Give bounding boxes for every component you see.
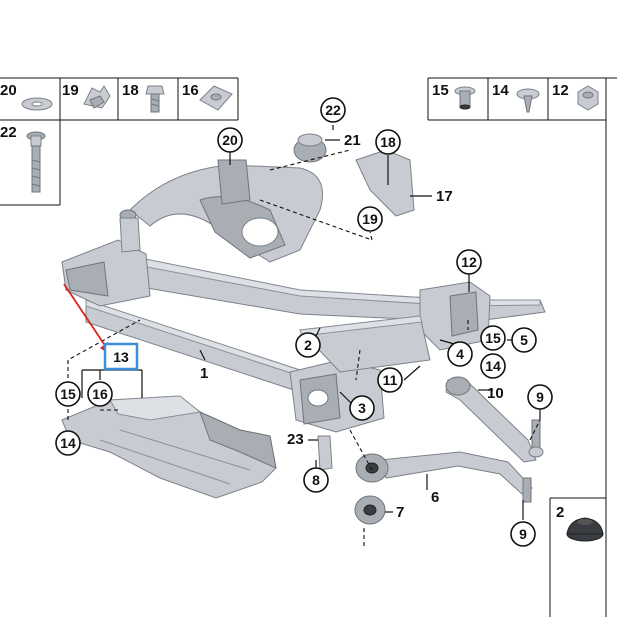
callout-8[interactable]: 8 [303,467,329,493]
legend-label-12: 12 [552,82,569,99]
underbody-shield [61,395,277,499]
callout-16[interactable]: 16 [87,381,113,407]
callout-1[interactable]: 1 [200,365,208,382]
callout-13-highlighted[interactable]: 13 [103,342,139,371]
legend-bottom-right: 2 [549,497,606,617]
callout-7[interactable]: 7 [396,504,404,521]
callout-label-21: 21 [344,132,361,149]
callout-5[interactable]: 5 [511,327,537,353]
rubber-mount-21 [293,133,327,163]
callout-12[interactable]: 12 [456,249,482,275]
callout-label-9-lower: 9 [519,526,527,542]
clip-nut-icon [83,85,111,109]
callout-label-12: 12 [461,254,477,270]
callout-21[interactable]: 21 [344,132,361,149]
leader-lines [67,125,541,548]
callout-label-14-left: 14 [60,435,76,451]
callout-9-upper[interactable]: 9 [527,384,553,410]
callout-4[interactable]: 4 [447,341,473,367]
callout-label-13: 13 [113,349,129,365]
hex-nut-icon [577,85,599,111]
bolt-icon [145,85,165,113]
callout-label-19: 19 [362,211,378,227]
legend-label-16: 16 [182,82,199,99]
callout-label-6: 6 [431,489,439,506]
bracket-8 [317,435,333,471]
legend-label-14: 14 [492,82,509,99]
legend-label-2: 2 [556,504,564,521]
control-arm-10 [445,376,544,463]
heat-shield-17 [355,149,415,217]
rubber-cap-icon [566,517,604,542]
legend-label-19: 19 [62,82,79,99]
legend-top-left: 20 19 18 16 22 [0,77,239,206]
legend-label-15: 15 [432,82,449,99]
callout-label-10: 10 [487,385,504,402]
callout-22[interactable]: 22 [320,97,346,123]
callout-label-17: 17 [436,188,453,205]
callout-11[interactable]: 11 [377,367,403,393]
bolt-icon [26,131,46,193]
callout-label-16: 16 [92,386,108,402]
callout-label-4: 4 [456,346,464,362]
callout-17[interactable]: 17 [436,188,453,205]
washer-icon [21,97,53,111]
callout-20[interactable]: 20 [217,127,243,153]
callout-label-5: 5 [520,332,528,348]
callout-18[interactable]: 18 [375,129,401,155]
callout-label-11: 11 [383,372,398,388]
callout-label-3: 3 [358,400,366,416]
callout-label-20: 20 [222,132,238,148]
callout-label-23: 23 [287,431,304,448]
bushing-7 [354,495,386,525]
callout-label-8: 8 [312,472,320,488]
front-axle-subframe [61,159,546,433]
legend-top-right: 15 14 12 [427,77,617,617]
control-arm-6 [355,451,533,503]
callout-10[interactable]: 10 [487,385,504,402]
callout-label-9-upper: 9 [536,389,544,405]
callout-label-1: 1 [200,365,208,382]
callout-23[interactable]: 23 [287,431,304,448]
callout-label-2: 2 [304,337,312,353]
callout-15-left[interactable]: 15 [55,381,81,407]
callout-6[interactable]: 6 [431,489,439,506]
callout-2[interactable]: 2 [295,332,321,358]
callout-3[interactable]: 3 [349,395,375,421]
cage-nut-icon [199,85,233,111]
callout-label-18: 18 [380,134,396,150]
callout-15-right[interactable]: 15 [480,325,506,351]
callout-label-15-right: 15 [485,330,501,346]
callout-label-14-right: 14 [485,358,501,374]
callout-label-22: 22 [325,102,341,118]
callout-14-right[interactable]: 14 [480,353,506,379]
legend-label-20: 20 [0,82,17,99]
callout-19[interactable]: 19 [357,206,383,232]
callout-9-lower[interactable]: 9 [510,521,536,547]
legend-label-18: 18 [122,82,139,99]
rivet-nut-icon [454,86,476,110]
callout-label-15-left: 15 [60,386,76,402]
callout-label-7: 7 [396,504,404,521]
callout-14-left[interactable]: 14 [55,430,81,456]
legend-label-22: 22 [0,124,17,141]
push-rivet-icon [516,88,540,113]
